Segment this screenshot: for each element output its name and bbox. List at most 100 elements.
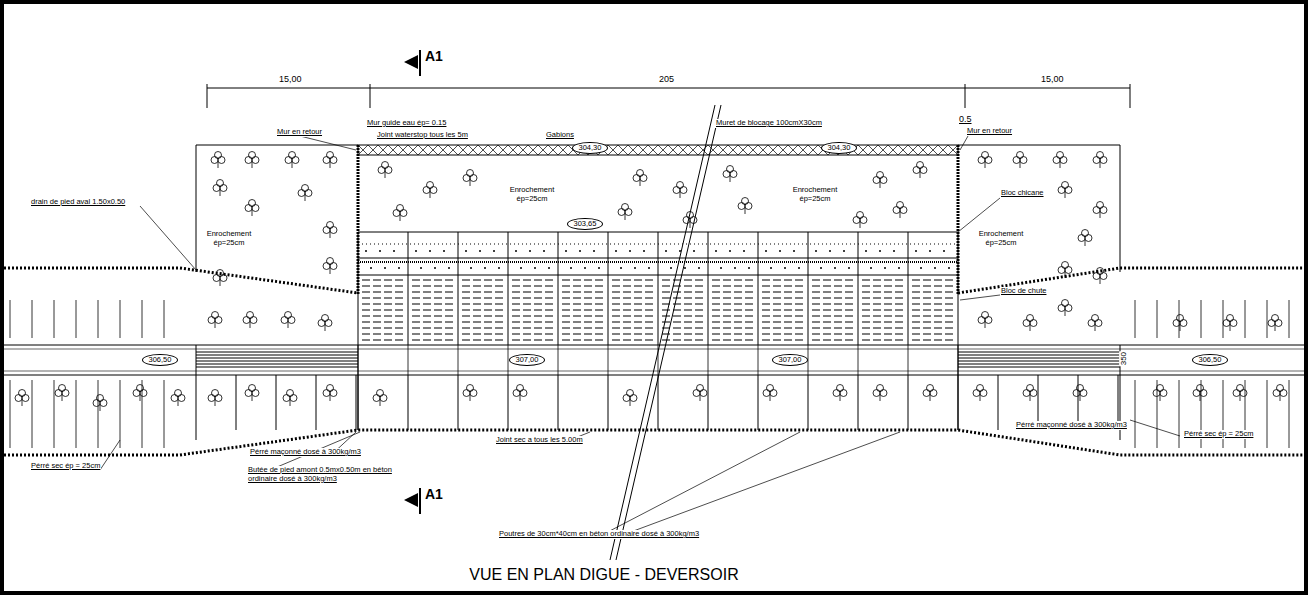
tree-leaf bbox=[1197, 385, 1204, 392]
tree-leaf bbox=[980, 390, 987, 397]
tree-symbol bbox=[245, 152, 259, 169]
callout-label: Enrochement ép=25cm bbox=[786, 186, 844, 203]
chute-step bbox=[612, 279, 654, 280]
chute-step bbox=[562, 291, 604, 292]
tree-symbol bbox=[213, 180, 227, 197]
chute-step bbox=[912, 303, 954, 304]
chicane-dot bbox=[465, 250, 467, 252]
road-hatch bbox=[958, 367, 1120, 368]
beam-line bbox=[908, 375, 909, 430]
tree-leaf bbox=[1065, 187, 1072, 194]
tree-leaf bbox=[513, 390, 520, 397]
chute-step bbox=[362, 315, 404, 316]
tree-leaf bbox=[742, 198, 749, 205]
chute-step bbox=[362, 339, 404, 340]
tree-leaf bbox=[289, 152, 296, 159]
tree-leaf bbox=[1280, 390, 1287, 397]
tree-symbol bbox=[1153, 385, 1167, 402]
tree-stem bbox=[1065, 310, 1066, 316]
chicane-dot bbox=[398, 267, 400, 269]
tree-leaf bbox=[1053, 157, 1060, 164]
tree-leaf bbox=[1200, 390, 1207, 397]
tree-leaf bbox=[302, 185, 309, 192]
beam-line bbox=[316, 375, 317, 430]
dry-joint bbox=[708, 345, 709, 375]
tree-stem bbox=[985, 322, 986, 328]
leader-line bbox=[100, 440, 120, 470]
wing-outline bbox=[358, 375, 359, 430]
tree-symbol bbox=[623, 390, 637, 407]
tree-leaf bbox=[1100, 273, 1107, 280]
dimension-label: 15,00 bbox=[1040, 74, 1065, 84]
chute-step bbox=[812, 321, 854, 322]
chicane-dot bbox=[920, 267, 922, 269]
grass-line bbox=[164, 380, 165, 448]
tree-leaf bbox=[215, 152, 222, 159]
tree-leaf bbox=[15, 395, 22, 402]
tree-stem bbox=[220, 190, 221, 196]
chicane-dot bbox=[729, 250, 731, 252]
tree-symbol bbox=[723, 166, 737, 183]
chicane-dot bbox=[615, 250, 617, 252]
chute-step bbox=[512, 333, 554, 334]
tree-stem bbox=[178, 400, 179, 406]
beam-line bbox=[358, 375, 359, 430]
tree-leaf bbox=[285, 157, 292, 164]
callout-label: Pérré maçonné dosé à 300kg/m3 bbox=[1015, 421, 1128, 430]
chicane-dot bbox=[515, 250, 517, 252]
chute-step bbox=[762, 279, 804, 280]
tree-leaf bbox=[978, 157, 985, 164]
chute-step bbox=[562, 303, 604, 304]
tree-symbol bbox=[208, 312, 222, 329]
tree-leaf bbox=[1078, 235, 1085, 242]
tree-leaf bbox=[1277, 385, 1284, 392]
chicane-dot bbox=[865, 250, 867, 252]
tree-leaf bbox=[215, 317, 222, 324]
tree-symbol bbox=[1053, 152, 1067, 169]
grass-line bbox=[1267, 300, 1268, 338]
tree-leaf bbox=[622, 204, 629, 211]
tree-symbol bbox=[1173, 315, 1187, 332]
chute-step bbox=[612, 291, 654, 292]
block-divider bbox=[958, 232, 959, 345]
tree-symbol bbox=[393, 205, 407, 222]
chute-step bbox=[762, 291, 804, 292]
tree-leaf bbox=[900, 207, 907, 214]
chute-step bbox=[662, 339, 704, 340]
grass-line bbox=[54, 380, 55, 448]
chute-step bbox=[812, 339, 854, 340]
tree-stem bbox=[1160, 395, 1161, 401]
tree-leaf bbox=[330, 263, 337, 270]
chicane-dot bbox=[898, 267, 900, 269]
chute-step bbox=[512, 297, 554, 298]
grass-line bbox=[98, 300, 99, 338]
elevation-marker: 303,65 bbox=[567, 218, 604, 231]
chicane-dot bbox=[870, 267, 872, 269]
tree-leaf bbox=[378, 167, 385, 174]
chute-step bbox=[512, 285, 554, 286]
road-hatch bbox=[196, 367, 358, 368]
grass-line bbox=[1179, 300, 1180, 338]
elevation-marker: 307,00 bbox=[509, 354, 546, 367]
tree-stem bbox=[700, 395, 701, 401]
tree-stem bbox=[1095, 325, 1096, 331]
elevation-marker: 304,30 bbox=[572, 142, 609, 155]
chute-step bbox=[362, 297, 404, 298]
chute-step bbox=[362, 285, 404, 286]
road-hatch bbox=[958, 364, 1120, 365]
grass-line bbox=[1245, 300, 1246, 338]
callout-label: Bloc de chute bbox=[1000, 287, 1047, 296]
tree-leaf bbox=[287, 390, 294, 397]
chicane-dot bbox=[529, 250, 531, 252]
chute-step bbox=[862, 291, 904, 292]
chute-step bbox=[662, 327, 704, 328]
chicane-dot bbox=[829, 250, 831, 252]
tree-stem bbox=[1100, 162, 1101, 168]
tree-leaf bbox=[1193, 390, 1200, 397]
callout-label: Pérré maçonné dosé à 300kg/m3 bbox=[249, 448, 362, 457]
tree-symbol bbox=[1223, 315, 1237, 332]
tree-stem bbox=[290, 400, 291, 406]
tree-stem bbox=[1060, 162, 1061, 168]
tree-stem bbox=[930, 395, 931, 401]
tree-leaf bbox=[1237, 385, 1244, 392]
